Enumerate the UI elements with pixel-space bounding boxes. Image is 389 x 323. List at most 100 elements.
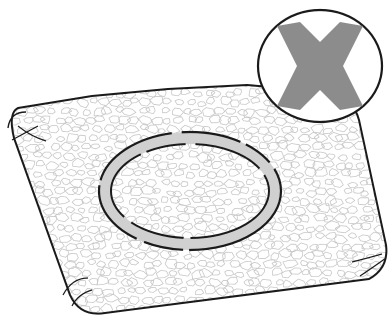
gravel-pebble xyxy=(373,172,384,181)
gravel-pebble xyxy=(381,163,389,171)
gravel-pebble xyxy=(31,226,42,234)
gravel-pebble xyxy=(6,308,16,315)
gravel-pebble xyxy=(249,297,260,304)
gravel-pebble xyxy=(39,308,48,313)
gravel-pebble xyxy=(10,278,20,287)
gravel-pebble xyxy=(7,250,14,257)
gravel-pebble xyxy=(20,82,29,87)
gravel-pebble xyxy=(26,269,37,277)
gravel-pebble xyxy=(371,155,385,162)
gravel-pebble xyxy=(34,296,44,303)
gravel-pebble xyxy=(4,195,17,203)
gravel-pebble xyxy=(14,214,24,222)
gravel-pebble xyxy=(365,109,377,117)
gravel-pebble xyxy=(282,305,290,311)
gravel-pebble xyxy=(365,306,376,315)
gravel-pebble xyxy=(15,87,24,95)
gravel-pebble xyxy=(35,90,48,97)
gravel-pebble xyxy=(290,289,298,295)
gravel-pebble xyxy=(171,307,182,314)
gravel-pebble xyxy=(334,307,342,313)
gravel-pebble xyxy=(60,90,71,96)
gravel-pebble xyxy=(29,234,39,243)
gravel-pebble xyxy=(20,277,31,284)
gravel-pebble xyxy=(174,81,182,88)
gravel-pebble xyxy=(22,261,34,269)
cross-in-circle-icon xyxy=(258,10,382,122)
gravel-pebble xyxy=(6,288,17,296)
gravel-pebble xyxy=(284,296,296,305)
gravel-pebble xyxy=(23,242,34,249)
gravel-pebble xyxy=(372,118,381,124)
gravel-pebble xyxy=(12,102,20,107)
gravel-pebble xyxy=(24,207,32,213)
gravel-pebble xyxy=(292,296,305,305)
gravel-pebble xyxy=(20,97,29,104)
gravel-pebble xyxy=(359,285,370,294)
gravel-pebble xyxy=(182,305,191,311)
gravel-pebble xyxy=(349,287,356,292)
gravel-pebble xyxy=(223,302,235,311)
gravel-pebble xyxy=(256,306,265,312)
gravel-pebble xyxy=(15,270,26,277)
gravel-pebble xyxy=(326,306,336,313)
gravel-pebble xyxy=(383,190,389,197)
gravel-pebble xyxy=(340,297,348,304)
gravel-pebble xyxy=(377,307,386,315)
gravel-pebble xyxy=(43,281,52,288)
gravel-pebble xyxy=(2,181,14,187)
gravel-pebble xyxy=(60,307,70,314)
gravel-pebble xyxy=(25,215,35,222)
gravel-pebble xyxy=(11,242,21,249)
gravel-pebble xyxy=(368,128,377,133)
gravel-pebble xyxy=(382,295,389,304)
gravel-pebble xyxy=(317,296,326,303)
gravel-pebble xyxy=(266,303,277,312)
gravel-pebble xyxy=(369,159,379,167)
gravel-pebble xyxy=(27,90,36,96)
gravel-pebble xyxy=(207,305,216,311)
gravel-pebble xyxy=(34,242,45,249)
gravel-pebble xyxy=(328,299,339,306)
gravel-pebble xyxy=(24,305,36,315)
gravel-pebble xyxy=(32,276,46,285)
gravel-pebble xyxy=(27,288,36,296)
gravel-pebble xyxy=(50,279,63,288)
gravel-pebble xyxy=(14,199,24,205)
gravel-pebble xyxy=(139,79,154,87)
gravel-pebble xyxy=(129,81,143,90)
gravel-pebble xyxy=(38,235,47,240)
gravel-pebble xyxy=(17,232,29,241)
gravel-pebble xyxy=(14,298,21,303)
gravel-pebble xyxy=(382,277,389,283)
gravel-pebble xyxy=(366,296,372,301)
gravel-pebble xyxy=(291,306,305,315)
gravel-pebble xyxy=(352,298,362,304)
gravel-pebble xyxy=(385,171,389,177)
gravel-pebble xyxy=(15,180,22,186)
gravel-pebble xyxy=(39,269,51,277)
gravel-pebble xyxy=(73,79,82,87)
gravel-pebble xyxy=(162,82,172,88)
gravel-pebble xyxy=(18,297,29,305)
gravel-pebble xyxy=(380,91,389,98)
gravel-pebble xyxy=(7,216,15,221)
gravel-pebble xyxy=(11,81,19,86)
gravel-pebble xyxy=(7,188,20,195)
gravel-pebble xyxy=(214,307,225,314)
gravel-pebble xyxy=(275,297,287,304)
gravel-pebble xyxy=(2,236,10,242)
gravel-pebble xyxy=(35,249,46,257)
gravel-pebble xyxy=(56,297,66,303)
gravel-pebble xyxy=(41,259,54,269)
gravel-pebble xyxy=(8,93,16,98)
gravel-pebble xyxy=(11,262,21,268)
gravel-pebble xyxy=(263,297,275,306)
gravel-pebble xyxy=(376,136,385,142)
gravel-pebble xyxy=(382,117,389,125)
gravel-pebble xyxy=(9,225,21,233)
gravel-pebble xyxy=(73,90,83,97)
gravel-pebble xyxy=(118,80,126,85)
gravel-pebble xyxy=(4,162,11,167)
